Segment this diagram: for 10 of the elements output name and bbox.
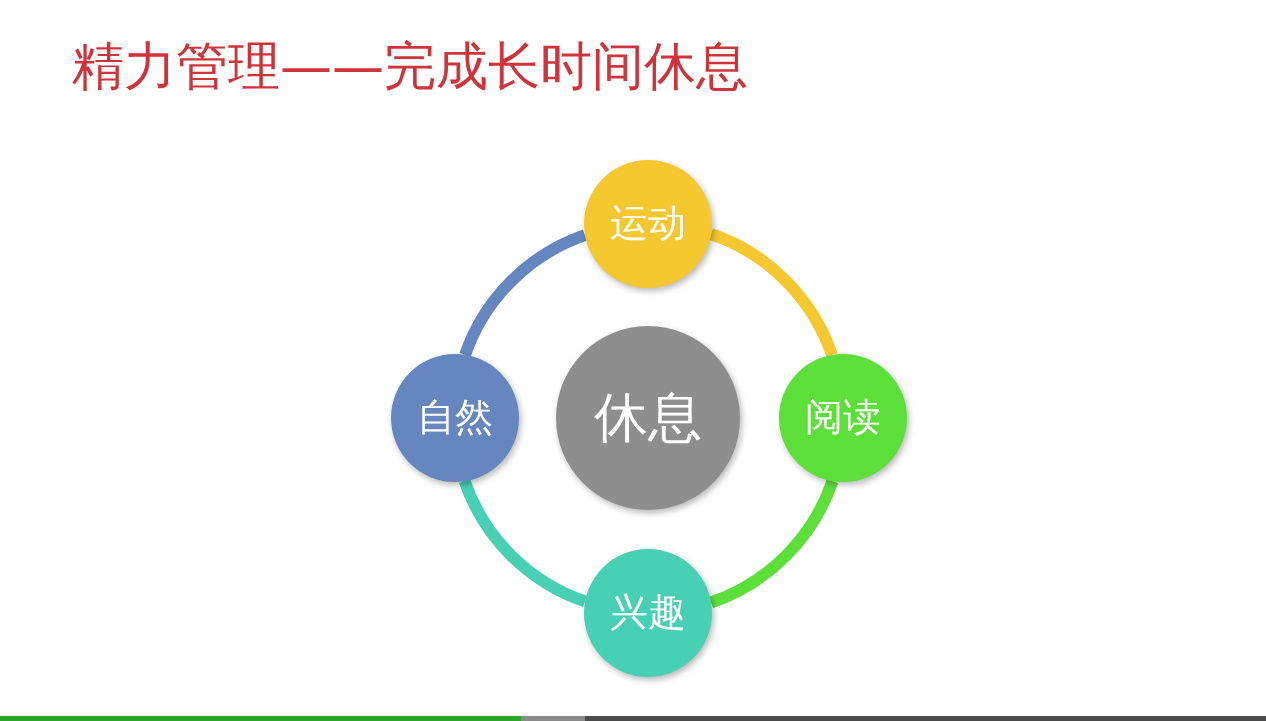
node-label: 运动 (610, 203, 686, 245)
slide-title: 精力管理——完成长时间休息 (72, 35, 748, 98)
node-label: 自然 (417, 397, 493, 439)
ring-arc-connector (708, 478, 839, 609)
node-label: 休息 (594, 388, 702, 448)
node-label: 阅读 (805, 397, 881, 439)
node-label: 兴趣 (610, 592, 686, 634)
ring-arc-connector (459, 478, 588, 607)
ring-arc-connector (459, 229, 588, 358)
ring-arc-connector (708, 228, 838, 358)
